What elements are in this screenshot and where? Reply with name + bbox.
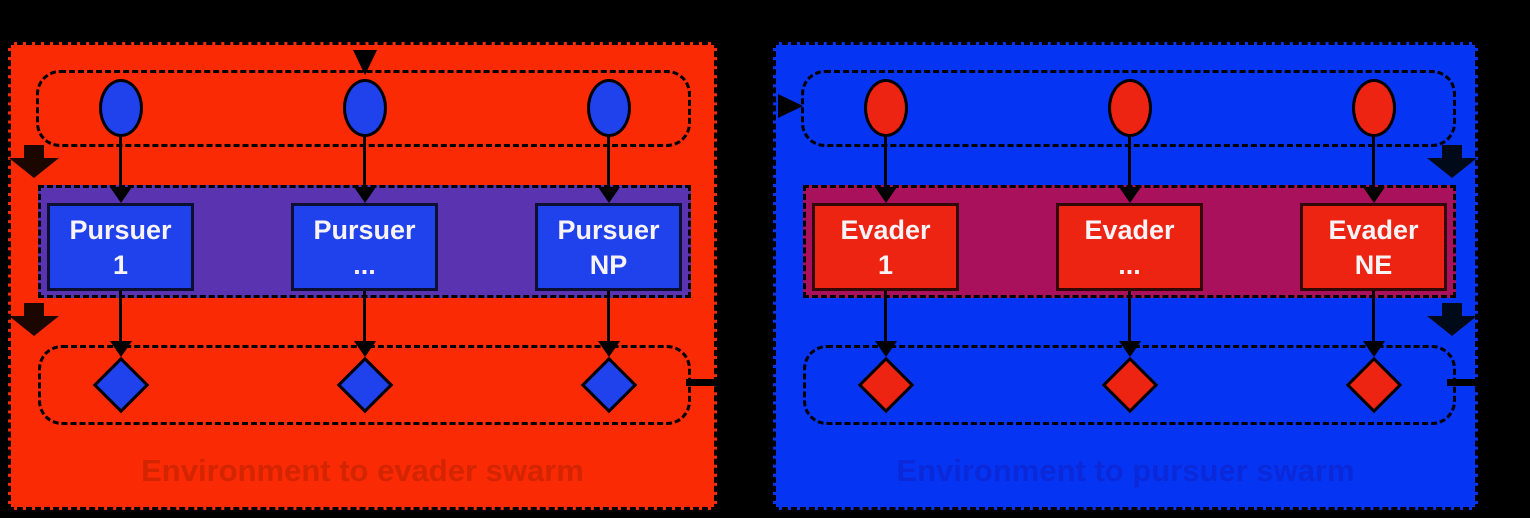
environment-label: Environment to evader swarm [141, 453, 584, 488]
connector-arrowhead-icon [598, 187, 620, 203]
pursuer-actions-output-line [686, 379, 717, 386]
connector-arrowhead-icon [875, 341, 897, 357]
pursuer-1-box: Pursuer 1 [47, 203, 194, 291]
connector-arrowhead-icon [354, 187, 376, 203]
connector-arrowhead-icon [110, 341, 132, 357]
agent-label: Evader [1328, 215, 1419, 245]
observation-node-circle [587, 79, 631, 137]
connector-arrowhead-icon [354, 341, 376, 357]
connector-arrowhead-icon [1363, 341, 1385, 357]
block-arrow-down-icon [9, 303, 59, 336]
agent-index: NE [1354, 250, 1393, 280]
block-arrow-down-icon [9, 145, 59, 178]
connector-line [884, 291, 887, 343]
connector-line [607, 135, 610, 189]
connector-arrowhead-icon [110, 187, 132, 203]
evader-ne-box: Evader NE [1300, 203, 1447, 291]
evader-1-box: Evader 1 [812, 203, 959, 291]
evader-actions-output-line [1447, 379, 1478, 386]
agent-index: 1 [112, 250, 129, 280]
connector-line [119, 135, 122, 189]
connector-arrowhead-icon [1119, 187, 1141, 203]
evader-swarm-panel: Evader 1 Evader ... Evader NE Environmen… [773, 42, 1478, 510]
agent-index: ... [353, 250, 376, 280]
observation-node-circle [99, 79, 143, 137]
agent-index: NP [589, 250, 628, 280]
connector-arrowhead-icon [598, 341, 620, 357]
agent-index: 1 [877, 250, 894, 280]
agent-label: Pursuer [557, 215, 660, 245]
connector-arrowhead-icon [875, 187, 897, 203]
block-arrow-down-icon [1427, 303, 1477, 336]
connector-line [607, 291, 610, 343]
connector-line [1372, 135, 1375, 189]
observation-node-circle [343, 79, 387, 137]
connector-line [1372, 291, 1375, 343]
incoming-evader-actions-arrowhead-icon [353, 50, 377, 75]
agent-label: Pursuer [313, 215, 416, 245]
agent-label: Evader [1084, 215, 1175, 245]
connector-line [363, 135, 366, 189]
connector-line [363, 291, 366, 343]
pursuer-swarm-panel: Pursuer 1 Pursuer ... Pursuer NP Environ… [8, 42, 717, 510]
environment-label: Environment to pursuer swarm [896, 453, 1355, 488]
pursuer-np-box: Pursuer NP [535, 203, 682, 291]
connector-line [884, 135, 887, 189]
pursuer-ellipsis-box: Pursuer ... [291, 203, 438, 291]
agent-label: Evader [840, 215, 931, 245]
connector-line [1128, 291, 1131, 343]
incoming-pursuer-actions-arrowhead-icon [778, 94, 803, 118]
connector-arrowhead-icon [1119, 341, 1141, 357]
connector-line [1128, 135, 1131, 189]
evader-ellipsis-box: Evader ... [1056, 203, 1203, 291]
observation-node-circle [1352, 79, 1396, 137]
observation-node-circle [1108, 79, 1152, 137]
agent-index: ... [1118, 250, 1141, 280]
agent-label: Pursuer [69, 215, 172, 245]
connector-line [119, 291, 122, 343]
connector-arrowhead-icon [1363, 187, 1385, 203]
observation-node-circle [864, 79, 908, 137]
block-arrow-down-icon [1427, 145, 1477, 178]
